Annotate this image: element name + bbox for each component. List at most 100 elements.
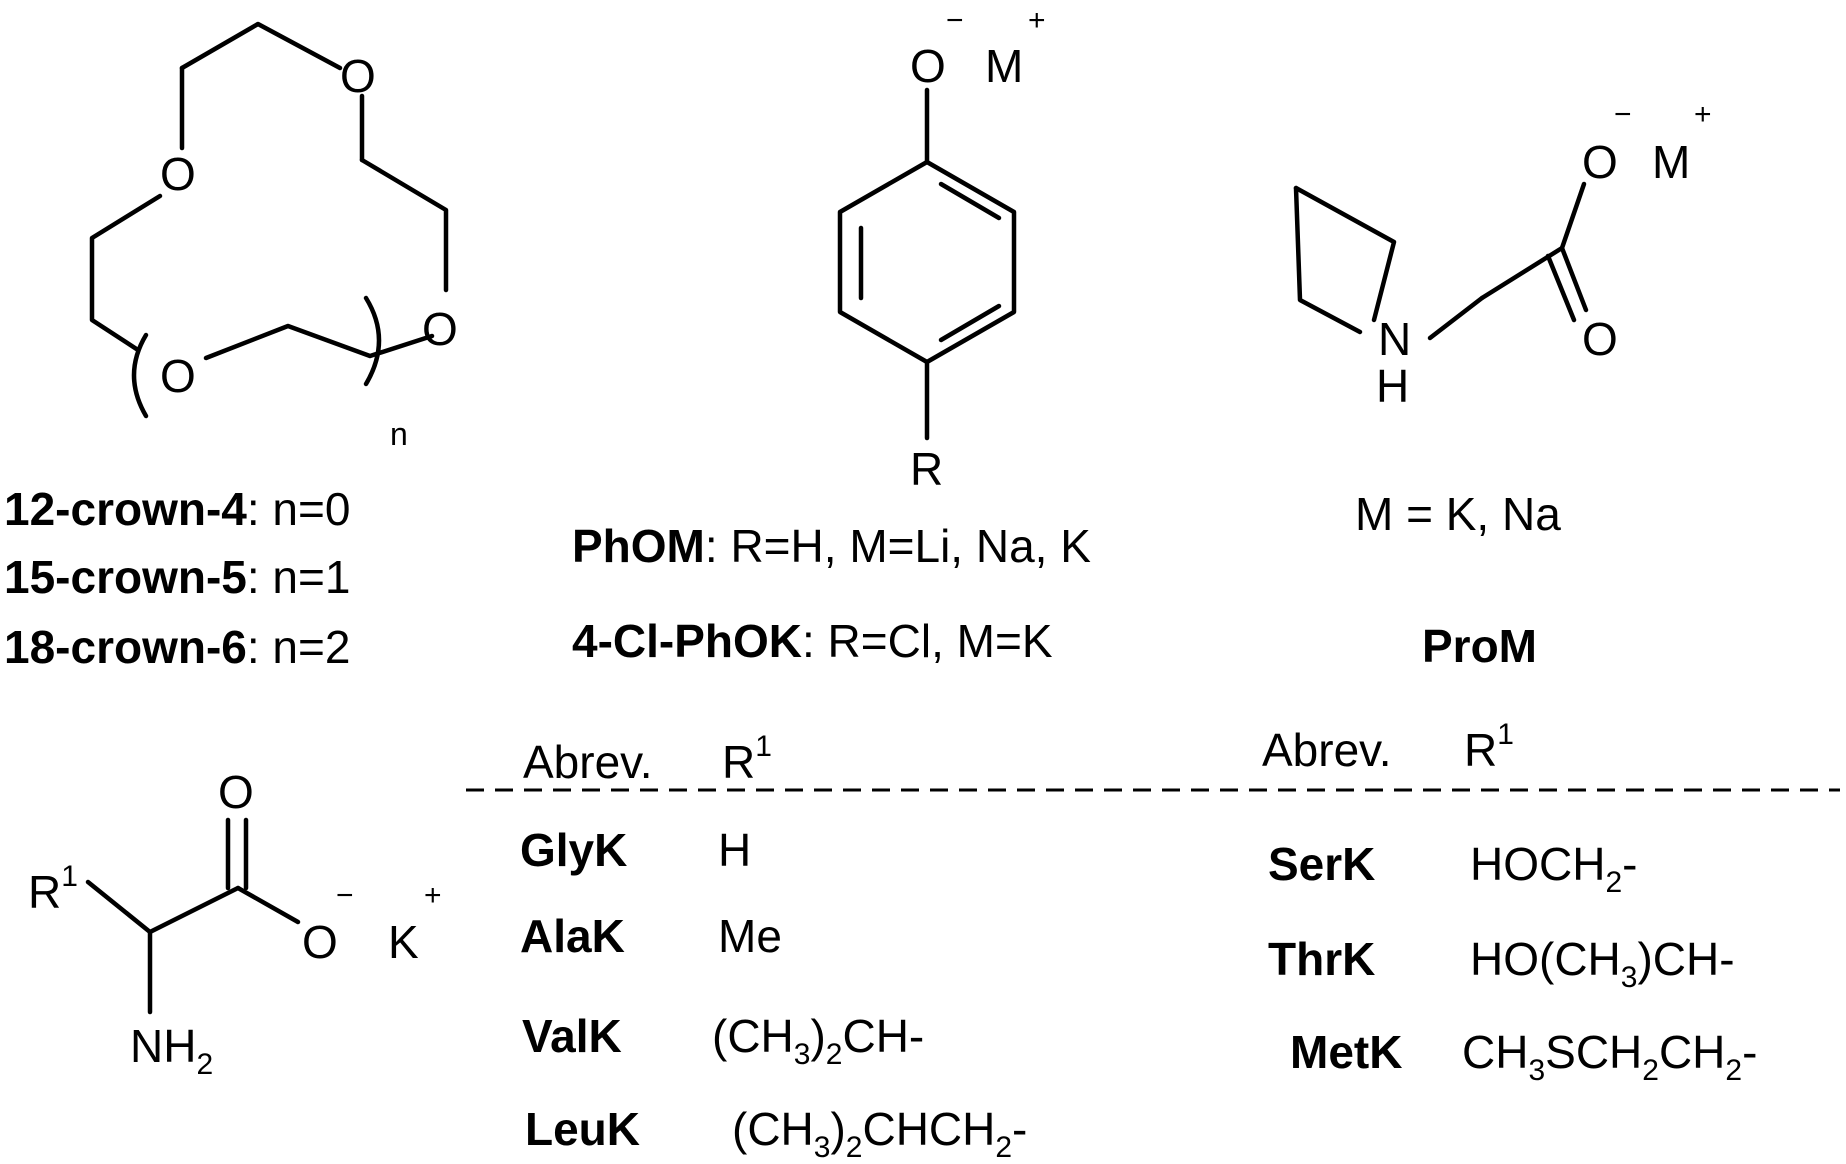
table-right-r-group: HO(CH3)CH- <box>1470 933 1735 994</box>
crown-oxygen-right: O <box>422 303 458 355</box>
table-right-header-abbrev: Abrev. <box>1262 724 1392 776</box>
table-left-abbrev: AlaK <box>520 910 625 962</box>
crown-name: 15-crown-5 <box>4 551 247 603</box>
formula-subscript: 3 <box>1621 961 1638 994</box>
amino-acid-amine: NH2 <box>130 1020 213 1081</box>
phenoxide-plus-charge: + <box>1028 4 1046 37</box>
phenoxide-name: PhOM <box>572 520 705 572</box>
proline-name: ProM <box>1422 620 1537 672</box>
formula-part: (CH <box>712 1010 794 1062</box>
phenoxide-row: PhOM: R=H, M=Li, Na, K <box>572 520 1091 572</box>
proline-structure: O − M + O N H <box>1293 98 1712 412</box>
amino-acid-minus-charge: − <box>336 879 354 912</box>
proline-oxygen-carbonyl: O <box>1582 313 1618 365</box>
crown-value: : n=0 <box>247 483 351 535</box>
table-right-header-r-sup: 1 <box>1497 718 1514 751</box>
formula-subscript: 2 <box>1605 866 1622 899</box>
table-left-header: Abrev. R1 <box>523 730 772 788</box>
formula-subscript: 2 <box>995 1131 1012 1164</box>
formula-subscript: 3 <box>1528 1054 1545 1087</box>
proline-nitrogen-hydrogen: H <box>1376 360 1409 412</box>
formula-subscript: 3 <box>794 1038 811 1071</box>
phenoxide-row: 4-Cl-PhOK: R=Cl, M=K <box>572 615 1053 667</box>
table-left-header-abbrev: Abrev. <box>523 736 653 788</box>
proline-metal-note: M = K, Na <box>1355 488 1561 540</box>
formula-subscript: 2 <box>826 1038 843 1071</box>
crown-name: 18-crown-6 <box>4 621 247 673</box>
amino-acid-structure: R1 O O − K + NH2 <box>28 766 442 1081</box>
amino-acid-potassium: K <box>388 916 419 968</box>
amino-acid-plus-charge: + <box>424 879 442 912</box>
table-right-r-group: HOCH2- <box>1470 838 1637 899</box>
table-right-abbrev: SerK <box>1268 838 1375 890</box>
table-right-abbrev: MetK <box>1290 1026 1402 1078</box>
formula-subscript: 3 <box>814 1131 831 1164</box>
crown-ether-labels: 12-crown-4: n=0 15-crown-5: n=1 18-crown… <box>4 483 350 673</box>
crown-ether-structure: O O O O n <box>89 21 458 452</box>
formula-subscript: 2 <box>1725 1054 1742 1087</box>
phenoxide-R-group: R <box>910 443 943 495</box>
crown-row: 18-crown-6: n=2 <box>4 621 350 673</box>
formula-subscript: 2 <box>1642 1054 1659 1087</box>
phenoxide-value: : R=Cl, M=K <box>802 615 1053 667</box>
phenoxide-structure: O − M + R <box>837 4 1046 495</box>
proline-metal-M: M <box>1652 136 1690 188</box>
phenoxide-oxygen: O <box>910 40 946 92</box>
crown-value: : n=2 <box>247 621 351 673</box>
formula-part: )CH- <box>1637 933 1734 985</box>
proline-oxygen-anion: O <box>1582 136 1618 188</box>
table-right-header: Abrev. R1 <box>1262 718 1514 776</box>
phenoxide-metal-M: M <box>985 40 1023 92</box>
formula-part: HOCH <box>1470 838 1605 890</box>
formula-part: CH <box>1659 1026 1725 1078</box>
proline-labels: M = K, Na ProM <box>1355 488 1561 672</box>
formula-subscript: 2 <box>846 1131 863 1164</box>
crown-row: 15-crown-5: n=1 <box>4 551 350 603</box>
phenoxide-value: : R=H, M=Li, Na, K <box>705 520 1091 572</box>
crown-oxygen-top: O <box>340 50 376 102</box>
proline-nitrogen: N <box>1378 313 1411 365</box>
amino-acid-R-group: R1 <box>28 860 78 918</box>
crown-name: 12-crown-4 <box>4 483 247 535</box>
table-left-abbrev: GlyK <box>520 824 627 876</box>
amino-acid-oxygen-anion: O <box>302 916 338 968</box>
amino-acid-amine-text: NH <box>130 1020 196 1072</box>
phenoxide-minus-charge: − <box>946 4 964 37</box>
phenoxide-labels: PhOM: R=H, M=Li, Na, K 4-Cl-PhOK: R=Cl, … <box>572 520 1091 667</box>
formula-part: (CH <box>732 1103 814 1155</box>
amino-acid-oxygen-carbonyl: O <box>218 766 254 818</box>
table-left-abbrev: LeuK <box>525 1103 640 1155</box>
amino-acid-amine-subscript: 2 <box>196 1048 213 1081</box>
crown-value: : n=1 <box>247 551 351 603</box>
formula-part: - <box>1622 838 1637 890</box>
formula-part: ) <box>830 1103 845 1155</box>
proline-minus-charge: − <box>1614 98 1632 131</box>
table-right-header-r: R <box>1464 724 1497 776</box>
crown-repeat-n-label: n <box>390 416 408 452</box>
formula-part: CHCH <box>862 1103 995 1155</box>
table-right-r-group: CH3SCH2CH2- <box>1462 1026 1757 1087</box>
crown-row: 12-crown-4: n=0 <box>4 483 350 535</box>
phenoxide-name: 4-Cl-PhOK <box>572 615 802 667</box>
table-left-abbrev: ValK <box>522 1010 622 1062</box>
table-left-r-group: (CH3)2CH- <box>712 1010 924 1071</box>
formula-part: HO(CH <box>1470 933 1621 985</box>
table-left-header-r: R <box>722 736 755 788</box>
proline-plus-charge: + <box>1694 98 1712 131</box>
table-left-r-group: (CH3)2CHCH2- <box>732 1103 1027 1164</box>
r-group-table: Abrev.R1 Abrev.R1 GlyK H AlaK Me ValK (C… <box>466 718 1840 1164</box>
formula-part: - <box>1012 1103 1027 1155</box>
table-left-r-group: H <box>718 824 751 876</box>
table-left-r-group: Me <box>718 910 782 962</box>
formula-part: SCH <box>1545 1026 1642 1078</box>
formula-part: CH <box>1462 1026 1528 1078</box>
amino-acid-R-superscript: 1 <box>61 860 78 893</box>
formula-part: ) <box>810 1010 825 1062</box>
formula-part: CH- <box>842 1010 924 1062</box>
formula-part: - <box>1742 1026 1757 1078</box>
crown-oxygen-left: O <box>160 148 196 200</box>
table-left-header-r-sup: 1 <box>755 730 772 763</box>
table-right-abbrev: ThrK <box>1268 933 1375 985</box>
amino-acid-R-letter: R <box>28 866 61 918</box>
